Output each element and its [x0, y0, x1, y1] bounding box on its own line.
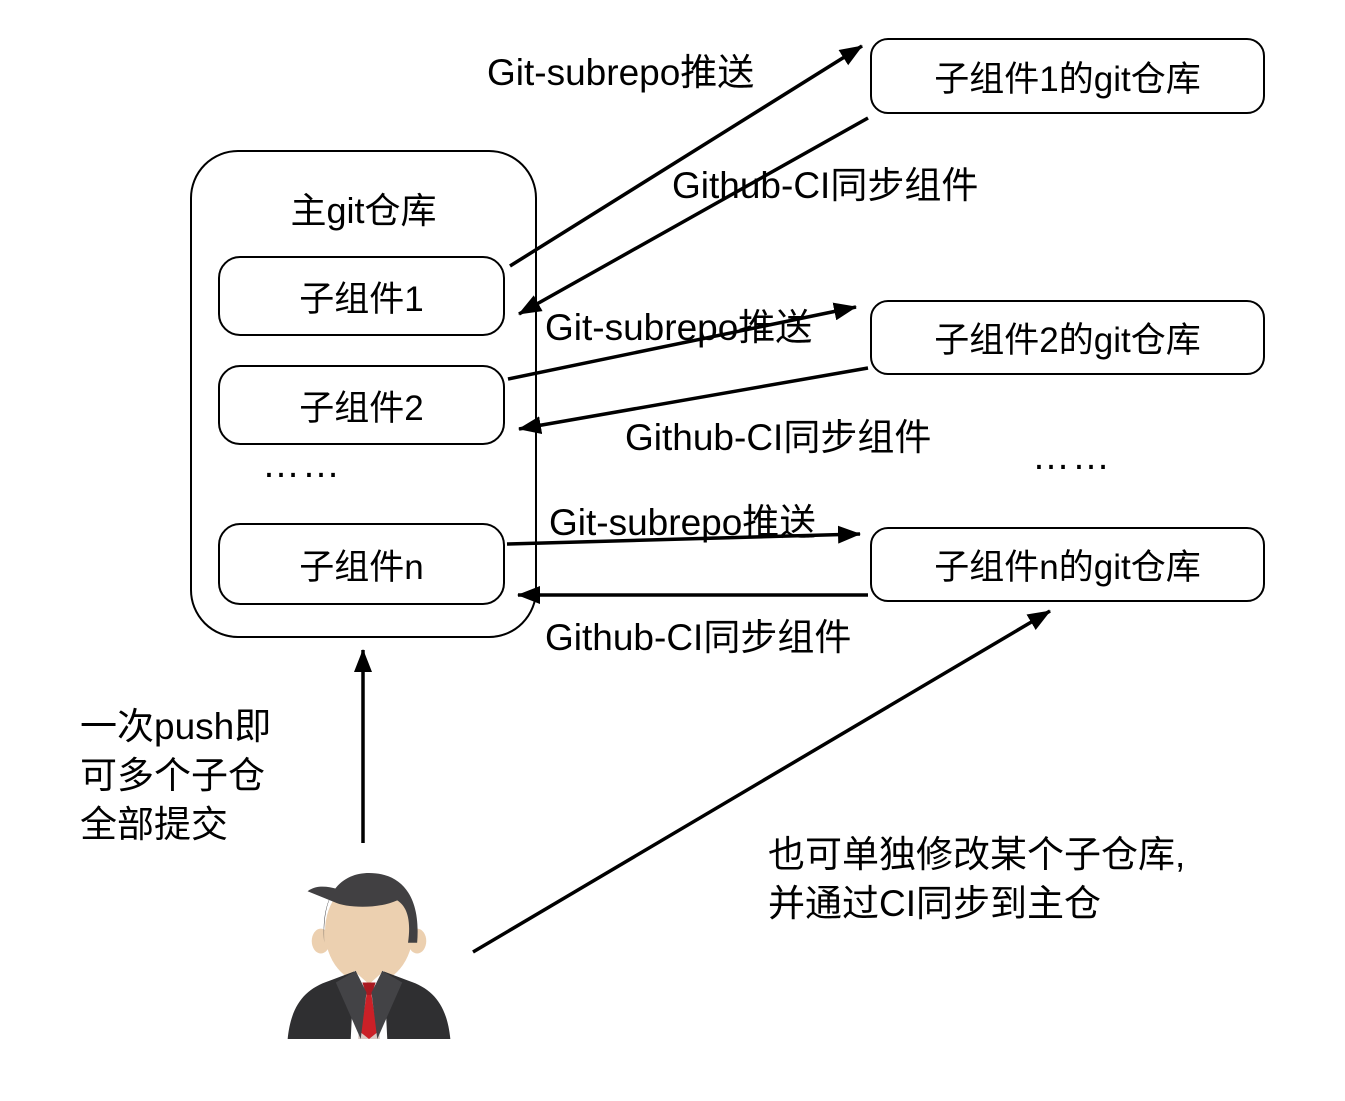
note-individual-edit: 也可单独修改某个子仓库, 并通过CI同步到主仓	[768, 830, 1185, 928]
remote-repo-box-1: 子组件1的git仓库	[870, 38, 1265, 114]
label-github-ci-sync-1: Github-CI同步组件	[672, 165, 979, 206]
note-single-push-line-1: 一次push即	[80, 706, 272, 747]
person-lapel-left	[335, 970, 367, 1039]
subcomponent-box-2: 子组件2	[218, 365, 505, 445]
label-git-subrepo-push-n: Git-subrepo推送	[549, 502, 817, 543]
person-hair	[307, 872, 418, 943]
main-repo-title: 主git仓库	[290, 190, 437, 231]
label-git-subrepo-push-2: Git-subrepo推送	[545, 307, 813, 348]
main-repo-box	[190, 150, 537, 638]
subcomponent-box-n: 子组件n	[218, 523, 505, 605]
person-lapel-right	[371, 970, 403, 1039]
label-github-ci-sync-2: Github-CI同步组件	[625, 417, 932, 458]
person-tie	[360, 994, 378, 1039]
note-single-push: 一次push即 可多个子仓 全部提交	[80, 702, 271, 849]
arrow-github-ci-sync-1	[518, 116, 869, 316]
note-single-push-line-2: 可多个子仓	[80, 755, 265, 796]
remote-repo-ellipsis: ……	[1032, 436, 1112, 478]
main-repo-ellipsis: ……	[262, 444, 342, 486]
remote-repo-box-n: 子组件n的git仓库	[870, 527, 1265, 602]
note-individual-edit-line-1: 也可单独修改某个子仓库,	[768, 834, 1186, 875]
note-single-push-line-3: 全部提交	[80, 804, 228, 845]
businessman-icon	[287, 872, 451, 1039]
note-individual-edit-line-2: 并通过CI同步到主仓	[768, 883, 1101, 924]
label-git-subrepo-push-1: Git-subrepo推送	[487, 52, 755, 93]
label-github-ci-sync-n: Github-CI同步组件	[545, 617, 852, 658]
subcomponent-box-1: 子组件1	[218, 256, 505, 336]
remote-repo-box-2: 子组件2的git仓库	[870, 300, 1265, 375]
